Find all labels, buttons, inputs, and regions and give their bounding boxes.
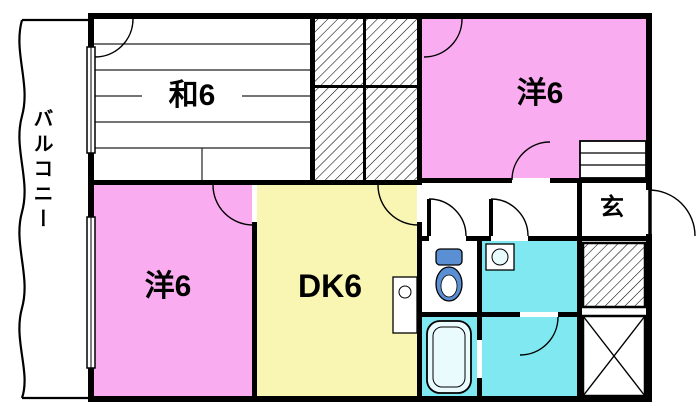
room-label-entrance: 玄 — [600, 194, 624, 221]
room-utility-fill — [482, 317, 577, 399]
room-dk-fill — [257, 185, 417, 399]
room-fills — [94, 16, 646, 399]
room-label-washitsu: 和6 — [142, 80, 242, 112]
balcony-label: バルコニー — [30, 108, 52, 233]
balcony-outline — [18, 18, 88, 400]
balcony-windows — [86, 46, 96, 369]
walls — [88, 13, 652, 402]
door-leaves — [427, 190, 652, 236]
room-label-western-upper: 洋6 — [516, 77, 564, 110]
washbasin-icon — [485, 243, 515, 271]
room-western-lower-fill — [94, 185, 252, 399]
door-arc-entrance — [648, 189, 696, 237]
door-arc-western-upper-closet — [423, 18, 463, 58]
toilet-icon — [435, 248, 463, 302]
shoe-cabinet — [579, 140, 647, 179]
room-label-dining-kitchen: DK6 — [297, 268, 362, 304]
door-arc-bath — [519, 316, 559, 356]
door-arc-dk — [377, 184, 419, 226]
door-arcs — [94, 18, 696, 356]
door-arc-toilet — [428, 198, 467, 237]
door-arc-washitsu — [94, 18, 134, 58]
bathtub-icon — [426, 320, 472, 394]
balcony-wavy-edge — [18, 19, 26, 399]
kitchen-sink-icon — [392, 276, 418, 334]
service-shafts — [581, 241, 647, 398]
door-arc-western-upper — [511, 141, 551, 181]
room-label-western-lower: 洋6 — [144, 270, 192, 303]
door-arc-western-lower — [212, 184, 254, 226]
door-arc-washroom — [490, 198, 529, 237]
tatami-lines — [94, 43, 310, 180]
